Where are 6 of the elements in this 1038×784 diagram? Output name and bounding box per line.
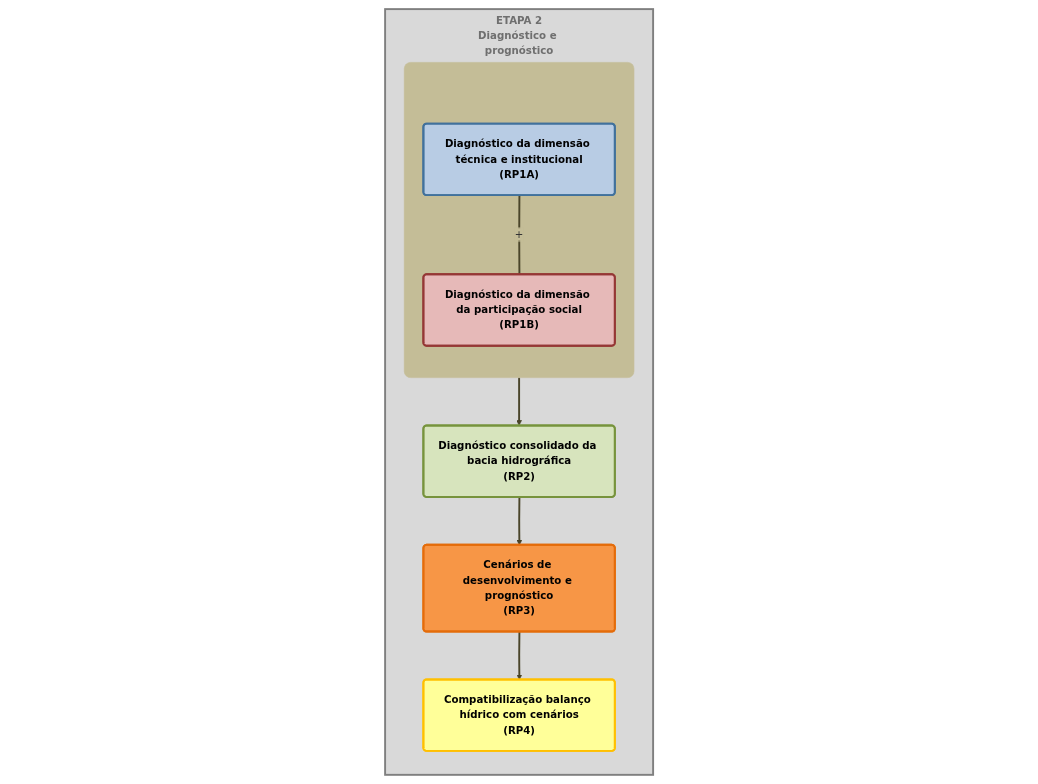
cluster — [403, 62, 635, 378]
arrow — [516, 630, 523, 681]
arrow — [516, 376, 522, 426]
edge-label: + — [514, 228, 524, 241]
connector — [518, 194, 521, 276]
arrow — [516, 496, 523, 546]
